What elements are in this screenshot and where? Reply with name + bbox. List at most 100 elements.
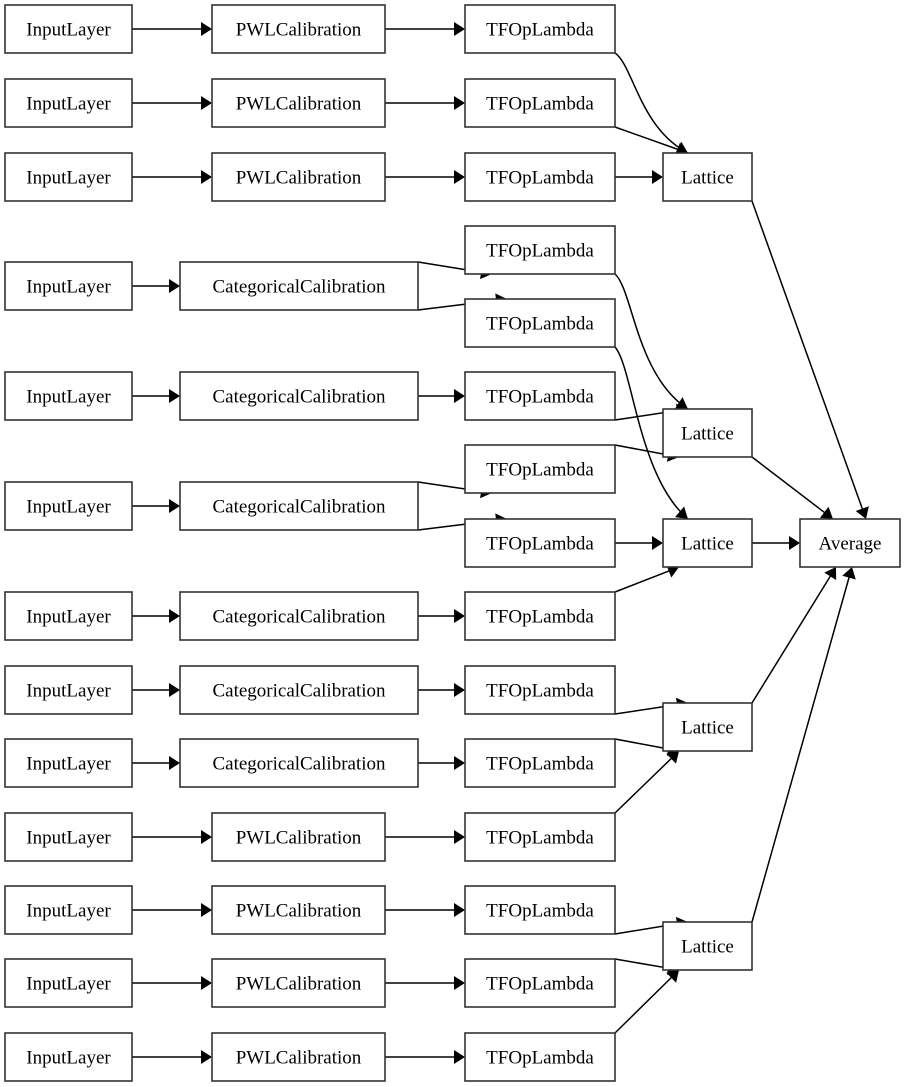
graph-node-in10[interactable]: InputLayer [4,812,133,862]
graph-node-tf8[interactable]: TFOpLambda [464,518,616,568]
arrowhead-icon [454,903,465,917]
graph-node-lat3[interactable]: Lattice [662,518,753,568]
node-box-in7 [4,591,133,641]
node-label-tf2: TFOpLambda [486,94,594,115]
node-label-lat1: Lattice [681,168,734,189]
node-box-cal4 [179,261,419,311]
graph-node-tf7[interactable]: TFOpLambda [464,444,616,494]
edge-line [614,444,670,456]
graph-node-cal9[interactable]: CategoricalCalibration [179,738,419,788]
node-label-in13: InputLayer [26,1048,111,1069]
graph-node-tf5[interactable]: TFOpLambda [464,298,616,348]
graph-node-tf11[interactable]: TFOpLambda [464,738,616,788]
node-box-in12 [4,958,133,1008]
graph-edge-cal1-to-tf1 [385,22,465,36]
graph-node-cal4[interactable]: CategoricalCalibration [179,261,419,311]
graph-node-tf13[interactable]: TFOpLambda [464,885,616,935]
graph-node-cal11[interactable]: PWLCalibration [211,885,386,935]
graph-node-in2[interactable]: InputLayer [4,78,133,128]
graph-node-cal12[interactable]: PWLCalibration [211,958,386,1008]
graph-node-in5[interactable]: InputLayer [4,371,133,421]
node-box-cal9 [179,738,419,788]
graph-node-tf2[interactable]: TFOpLambda [464,78,616,128]
node-box-lat2 [662,408,753,458]
node-label-in3: InputLayer [26,168,111,189]
graph-edge-in2-to-cal2 [132,96,212,110]
node-label-cal7: CategoricalCalibration [212,607,386,628]
arrowhead-icon [820,506,833,519]
graph-node-tf6[interactable]: TFOpLambda [464,371,616,421]
graph-node-tf12[interactable]: TFOpLambda [464,812,616,862]
node-label-avg: Average [819,534,882,555]
graph-node-cal1[interactable]: PWLCalibration [211,4,386,54]
graph-node-in12[interactable]: InputLayer [4,958,133,1008]
graph-node-avg[interactable]: Average [799,518,901,568]
graph-node-cal10[interactable]: PWLCalibration [211,812,386,862]
node-box-cal5 [179,371,419,421]
graph-node-in9[interactable]: InputLayer [4,738,133,788]
node-label-in10: InputLayer [26,828,111,849]
graph-node-cal13[interactable]: PWLCalibration [211,1032,386,1082]
node-label-tf7: TFOpLambda [486,460,594,481]
graph-node-in11[interactable]: InputLayer [4,885,133,935]
edge-line [614,569,670,593]
graph-node-in8[interactable]: InputLayer [4,665,133,715]
arrowhead-icon [201,22,212,36]
node-label-tf13: TFOpLambda [486,901,594,922]
graph-node-tf14[interactable]: TFOpLambda [464,958,616,1008]
node-box-tf2 [464,78,616,128]
node-label-in1: InputLayer [26,20,111,41]
graph-edge-in5-to-cal5 [132,389,180,403]
arrowhead-icon [789,536,800,550]
edge-line [614,52,689,154]
arrowhead-icon [666,751,680,764]
graph-node-in4[interactable]: InputLayer [4,261,133,311]
graph-edge-tf15-to-lat5 [614,970,680,1034]
graph-node-in1[interactable]: InputLayer [4,4,133,54]
arrowhead-icon [454,389,465,403]
node-box-in10 [4,812,133,862]
graph-node-cal6[interactable]: CategoricalCalibration [179,481,419,531]
graph-node-tf4[interactable]: TFOpLambda [464,225,616,275]
node-box-cal1 [211,4,386,54]
arrowhead-icon [454,170,465,184]
node-label-tf6: TFOpLambda [486,387,594,408]
node-label-in4: InputLayer [26,277,111,298]
graph-node-cal3[interactable]: PWLCalibration [211,152,386,202]
graph-node-tf9[interactable]: TFOpLambda [464,591,616,641]
node-label-in11: InputLayer [26,901,111,922]
graph-node-cal2[interactable]: PWLCalibration [211,78,386,128]
graph-edge-tf2-to-lat1 [614,126,688,156]
node-box-in2 [4,78,133,128]
node-box-tf3 [464,152,616,202]
graph-edge-in13-to-cal13 [132,1050,212,1064]
node-label-lat5: Lattice [681,937,734,958]
node-box-cal11 [211,885,386,935]
graph-node-lat1[interactable]: Lattice [662,152,753,202]
graph-node-tf3[interactable]: TFOpLambda [464,152,616,202]
graph-node-lat5[interactable]: Lattice [662,921,753,971]
node-label-tf14: TFOpLambda [486,974,594,995]
graph-node-lat4[interactable]: Lattice [662,702,753,752]
graph-node-in3[interactable]: InputLayer [4,152,133,202]
graph-node-in6[interactable]: InputLayer [4,481,133,531]
node-label-cal6: CategoricalCalibration [212,497,386,518]
graph-node-in13[interactable]: InputLayer [4,1032,133,1082]
graph-node-cal5[interactable]: CategoricalCalibration [179,371,419,421]
node-box-tf12 [464,812,616,862]
graph-node-tf1[interactable]: TFOpLambda [464,4,616,54]
graph-node-cal8[interactable]: CategoricalCalibration [179,665,419,715]
graph-edge-cal2-to-tf2 [385,96,465,110]
graph-edge-lat4-to-avg [751,567,837,704]
graph-node-lat2[interactable]: Lattice [662,408,753,458]
graph-node-in7[interactable]: InputLayer [4,591,133,641]
graph-node-cal7[interactable]: CategoricalCalibration [179,591,419,641]
graph-edge-lat2-to-avg [751,456,833,519]
graph-node-tf10[interactable]: TFOpLambda [464,665,616,715]
edge-line [751,575,832,704]
node-box-in3 [4,152,133,202]
graph-node-tf15[interactable]: TFOpLambda [464,1032,616,1082]
node-box-lat3 [662,518,753,568]
arrowhead-icon [855,506,869,519]
